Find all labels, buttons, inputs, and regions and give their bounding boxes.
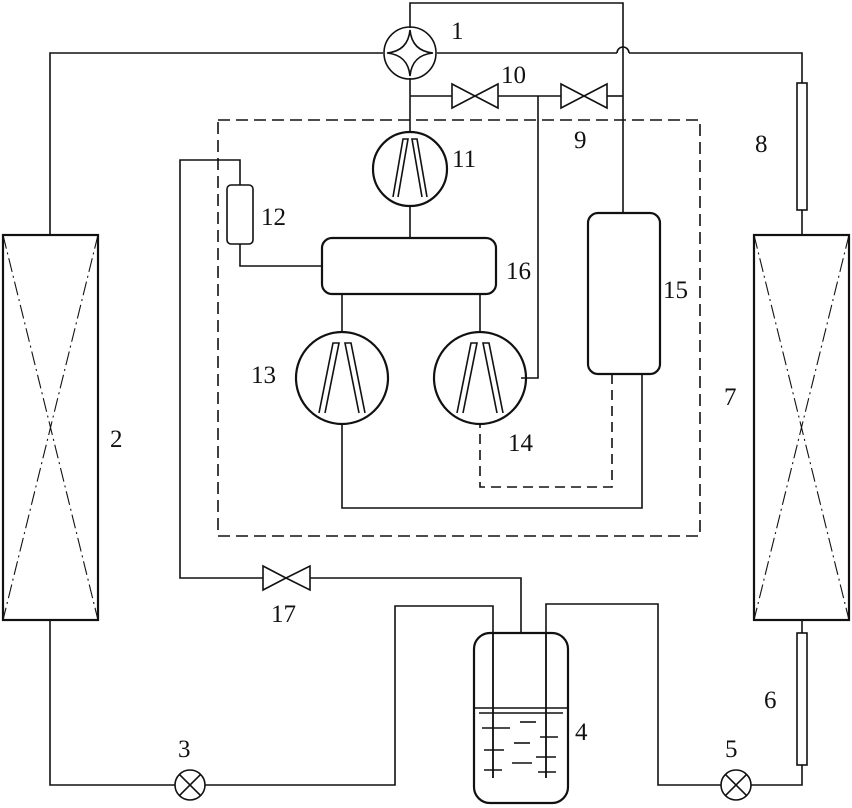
label-2: 2 — [110, 426, 123, 453]
filter-tube-6 — [796, 632, 808, 766]
label-3: 3 — [178, 736, 191, 763]
valve-9 — [560, 82, 608, 110]
label-1: 1 — [451, 18, 464, 45]
label-12: 12 — [261, 204, 286, 231]
pipe-branch-to-comp14 — [521, 96, 539, 379]
valve-17 — [262, 564, 311, 592]
expansion-valve-3 — [174, 769, 206, 801]
label-11: 11 — [452, 146, 476, 173]
label-7: 7 — [724, 384, 737, 411]
pipe-network — [49, 2, 803, 786]
pipe-part12-to-header16 — [239, 244, 322, 267]
compressor-14 — [432, 330, 528, 426]
pipe-valve1-right-b — [629, 52, 803, 83]
pipe-tube6-to-valve5 — [751, 765, 803, 786]
heat-exchanger-7 — [752, 233, 851, 622]
expansion-valve-5 — [720, 769, 752, 801]
flash-tank-4 — [472, 631, 570, 805]
label-14: 14 — [508, 430, 534, 457]
filter-tube-8 — [796, 82, 808, 211]
pipe-tank4-to-valve17 — [310, 577, 522, 633]
label-6: 6 — [764, 687, 777, 714]
pipe-hx2-to-valve3 — [49, 620, 175, 786]
pipe-valve17-to-part12 — [179, 159, 263, 579]
label-10: 10 — [501, 62, 526, 89]
heat-exchanger-2 — [1, 233, 100, 622]
label-9: 9 — [574, 127, 587, 154]
component-labels: 1 2 3 4 5 6 7 8 9 10 11 12 13 14 15 16 1… — [110, 18, 777, 763]
label-8: 8 — [755, 131, 768, 158]
pipe-valve1-to-separator15 — [409, 2, 624, 213]
pipe-valve1-to-hx2 — [49, 52, 383, 235]
label-15: 15 — [663, 277, 688, 304]
valve-10 — [451, 82, 499, 110]
liquid-level-marks — [482, 721, 558, 773]
compressor-13 — [294, 330, 390, 426]
component-12 — [226, 184, 254, 245]
four-way-valve — [383, 26, 437, 80]
label-17: 17 — [271, 601, 296, 628]
header-16 — [320, 236, 498, 296]
pipe-comp13-to-separator15 — [341, 374, 643, 509]
label-5: 5 — [725, 736, 738, 763]
oil-return-line — [479, 374, 613, 488]
label-16: 16 — [506, 258, 531, 285]
label-4: 4 — [575, 719, 588, 746]
compressor-11 — [371, 130, 449, 208]
separator-15 — [586, 211, 662, 376]
compressor-unit-boundary — [217, 119, 701, 537]
label-13: 13 — [251, 362, 276, 389]
pipe-valve5-to-tank4 — [545, 603, 721, 786]
pipe-valve3-to-tank4 — [205, 605, 494, 786]
